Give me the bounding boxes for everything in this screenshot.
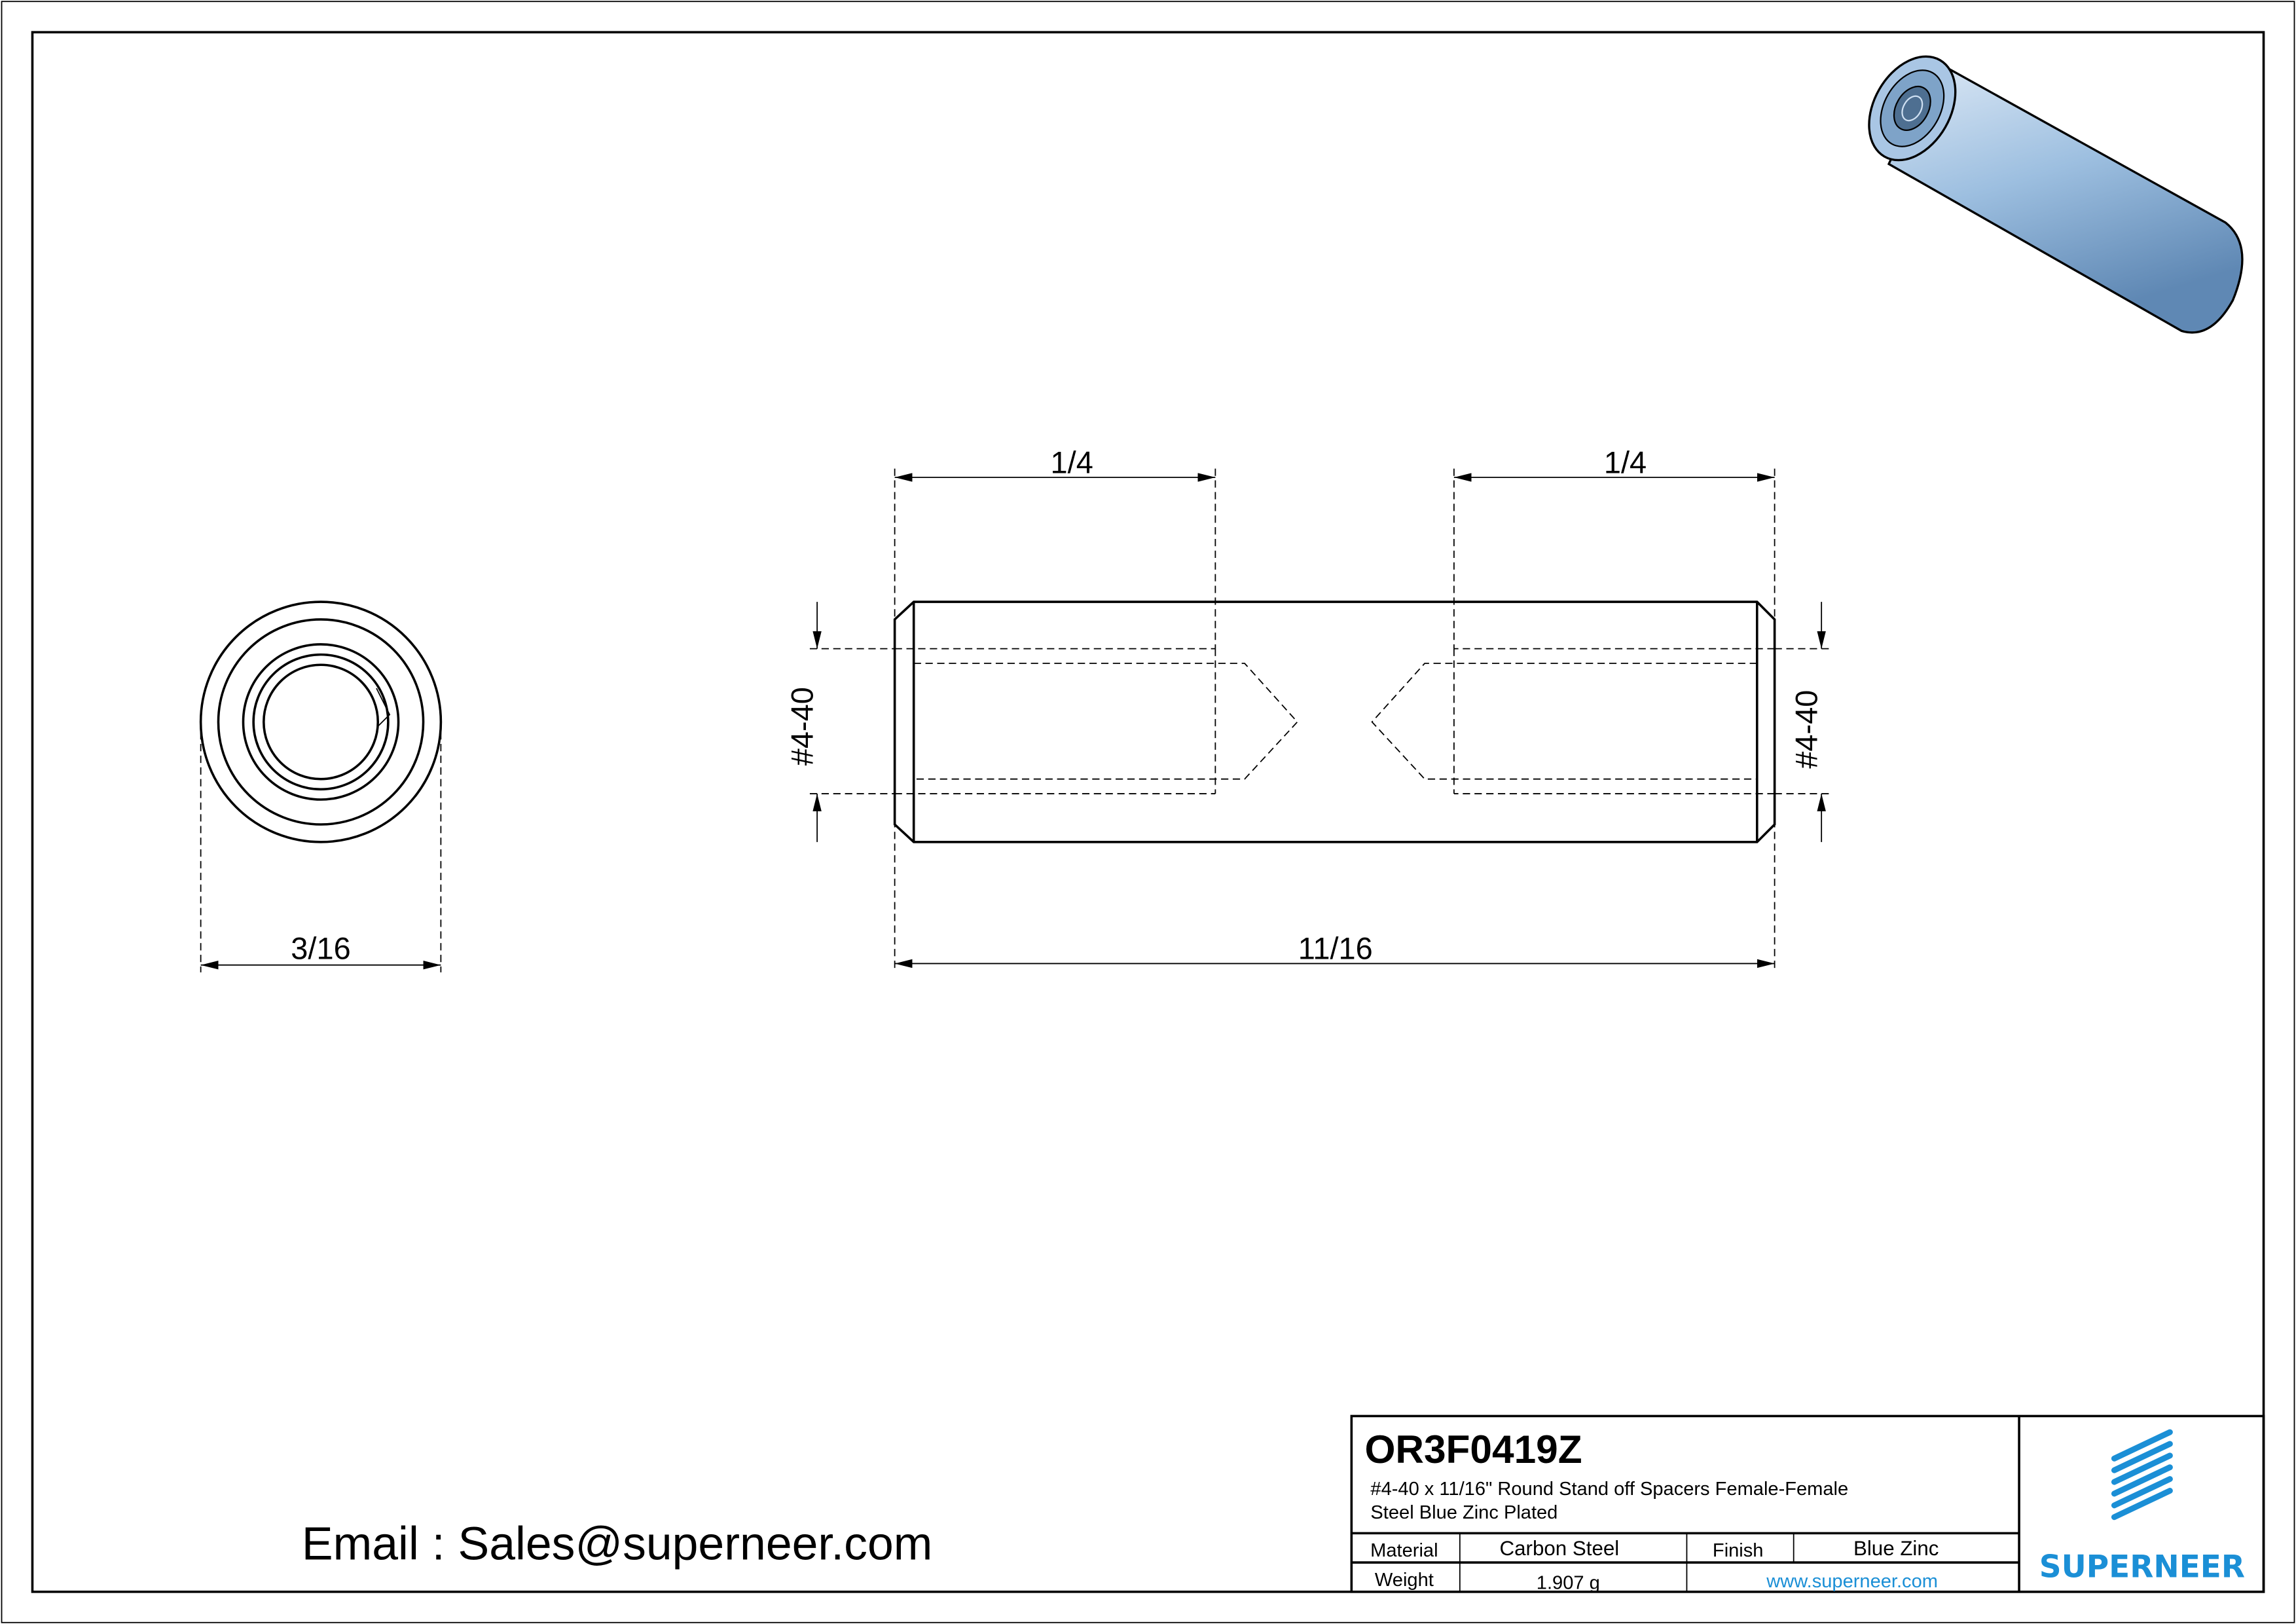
sheet-inner-border <box>31 31 2265 1593</box>
isometric-render <box>1868 55 2244 334</box>
finish-label: Finish <box>1713 1540 1764 1561</box>
brand-name: SUPERNEER <box>2039 1549 2245 1585</box>
description-line-2: Steel Blue Zinc Plated <box>1370 1502 1558 1523</box>
contact-email[interactable]: Email : Sales@superneer.com <box>302 1518 932 1570</box>
title-block: OR3F0419Z #4-40 x 11/16" Round Stand off… <box>1350 1414 2265 1593</box>
material-value: Carbon Steel <box>1500 1537 1620 1560</box>
side-view: 1/4 1/4 11/16 #4-40 #4-40 <box>784 445 1831 972</box>
website-link[interactable]: www.superneer.com <box>1766 1571 1938 1592</box>
superneer-logo-icon <box>2111 1429 2173 1521</box>
dim-overall-length: 11/16 <box>1298 931 1373 966</box>
description-line-1: #4-40 x 11/16" Round Stand off Spacers F… <box>1370 1479 1848 1500</box>
dim-thread-depth-left: 1/4 <box>1051 445 1093 479</box>
dim-thread-left: #4-40 <box>784 687 819 766</box>
weight-label: Weight <box>1375 1570 1434 1591</box>
finish-value: Blue Zinc <box>1853 1537 1939 1560</box>
dim-thread-depth-right: 1/4 <box>1604 445 1647 479</box>
material-label: Material <box>1370 1540 1438 1561</box>
part-number: OR3F0419Z <box>1364 1427 1582 1471</box>
dim-outer-diameter: 3/16 <box>291 931 350 966</box>
end-view: 3/16 <box>199 600 443 972</box>
dim-thread-right: #4-40 <box>1789 690 1823 769</box>
weight-value: 1.907 g <box>1537 1572 1600 1593</box>
